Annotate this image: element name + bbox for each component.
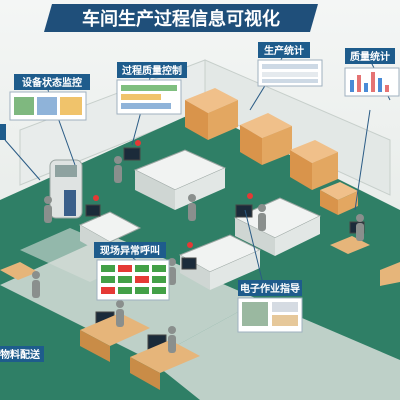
label-work-instruction-text: 电子作业指导 (240, 282, 300, 295)
label-andon-text: 现场异常呼叫 (100, 244, 160, 257)
workers (32, 156, 364, 353)
label-production-stats: 生产统计 (258, 42, 310, 58)
label-material-delivery: 物料配送 (0, 346, 44, 362)
andon-lamps (93, 140, 253, 248)
machine-tower (49, 159, 83, 219)
title-banner (44, 4, 318, 32)
label-material-delivery-text: 物料配送 (0, 348, 41, 361)
page-title: 车间生产过程信息可视化 (82, 8, 280, 30)
dashboard-device-status (9, 91, 87, 121)
label-process-quality: 过程质量控制 (117, 62, 187, 78)
label-process-quality-text: 过程质量控制 (122, 64, 182, 77)
dashboard-process-quality (116, 79, 182, 115)
storage-boxes (185, 88, 358, 215)
label-device-status: 设备状态监控 (14, 74, 90, 90)
label-device-status-text: 设备状态监控 (22, 76, 82, 89)
dashboard-work-instruction (237, 297, 303, 333)
label-quality-stats-text: 质量统计 (350, 50, 390, 63)
label-quality-stats: 质量统计 (345, 48, 395, 64)
aisle-right (150, 300, 400, 400)
dashboard-quality-stats (344, 67, 400, 97)
label-andon: 现场异常呼叫 (94, 242, 166, 258)
label-work-instruction: 电子作业指导 (238, 280, 302, 296)
dashboard-production-stats (257, 59, 323, 87)
label-partial-left (0, 124, 6, 140)
dashboard-andon (96, 259, 170, 301)
label-production-stats-text: 生产统计 (264, 44, 304, 57)
